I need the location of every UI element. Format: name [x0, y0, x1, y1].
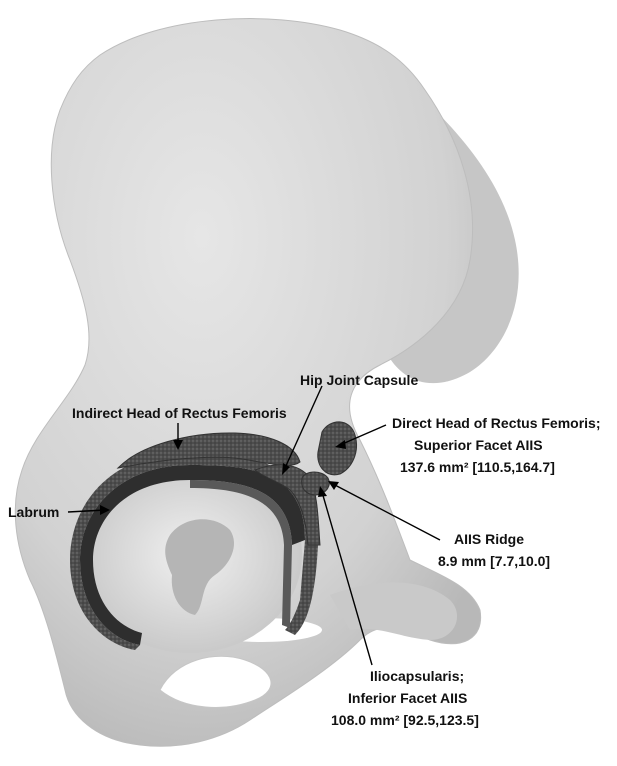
label-iliocapsularis-line1: Iliocapsularis;	[370, 668, 464, 684]
label-indirect-head: Indirect Head of Rectus Femoris	[72, 405, 287, 421]
label-aiis-ridge-line2: 8.9 mm [7.7,10.0]	[438, 553, 550, 569]
label-aiis-ridge-line1: AIIS Ridge	[454, 531, 524, 547]
label-direct-head-line1: Direct Head of Rectus Femoris;	[392, 415, 601, 431]
label-direct-head-line3: 137.6 mm² [110.5,164.7]	[400, 459, 555, 475]
label-labrum: Labrum	[8, 504, 59, 520]
label-iliocapsularis-line3: 108.0 mm² [92.5,123.5]	[331, 712, 479, 728]
label-iliocapsularis-line2: Inferior Facet AIIS	[348, 690, 467, 706]
iliocapsularis-footprint	[302, 472, 330, 495]
label-hip-joint-capsule: Hip Joint Capsule	[300, 372, 418, 388]
label-direct-head-line2: Superior Facet AIIS	[414, 437, 543, 453]
